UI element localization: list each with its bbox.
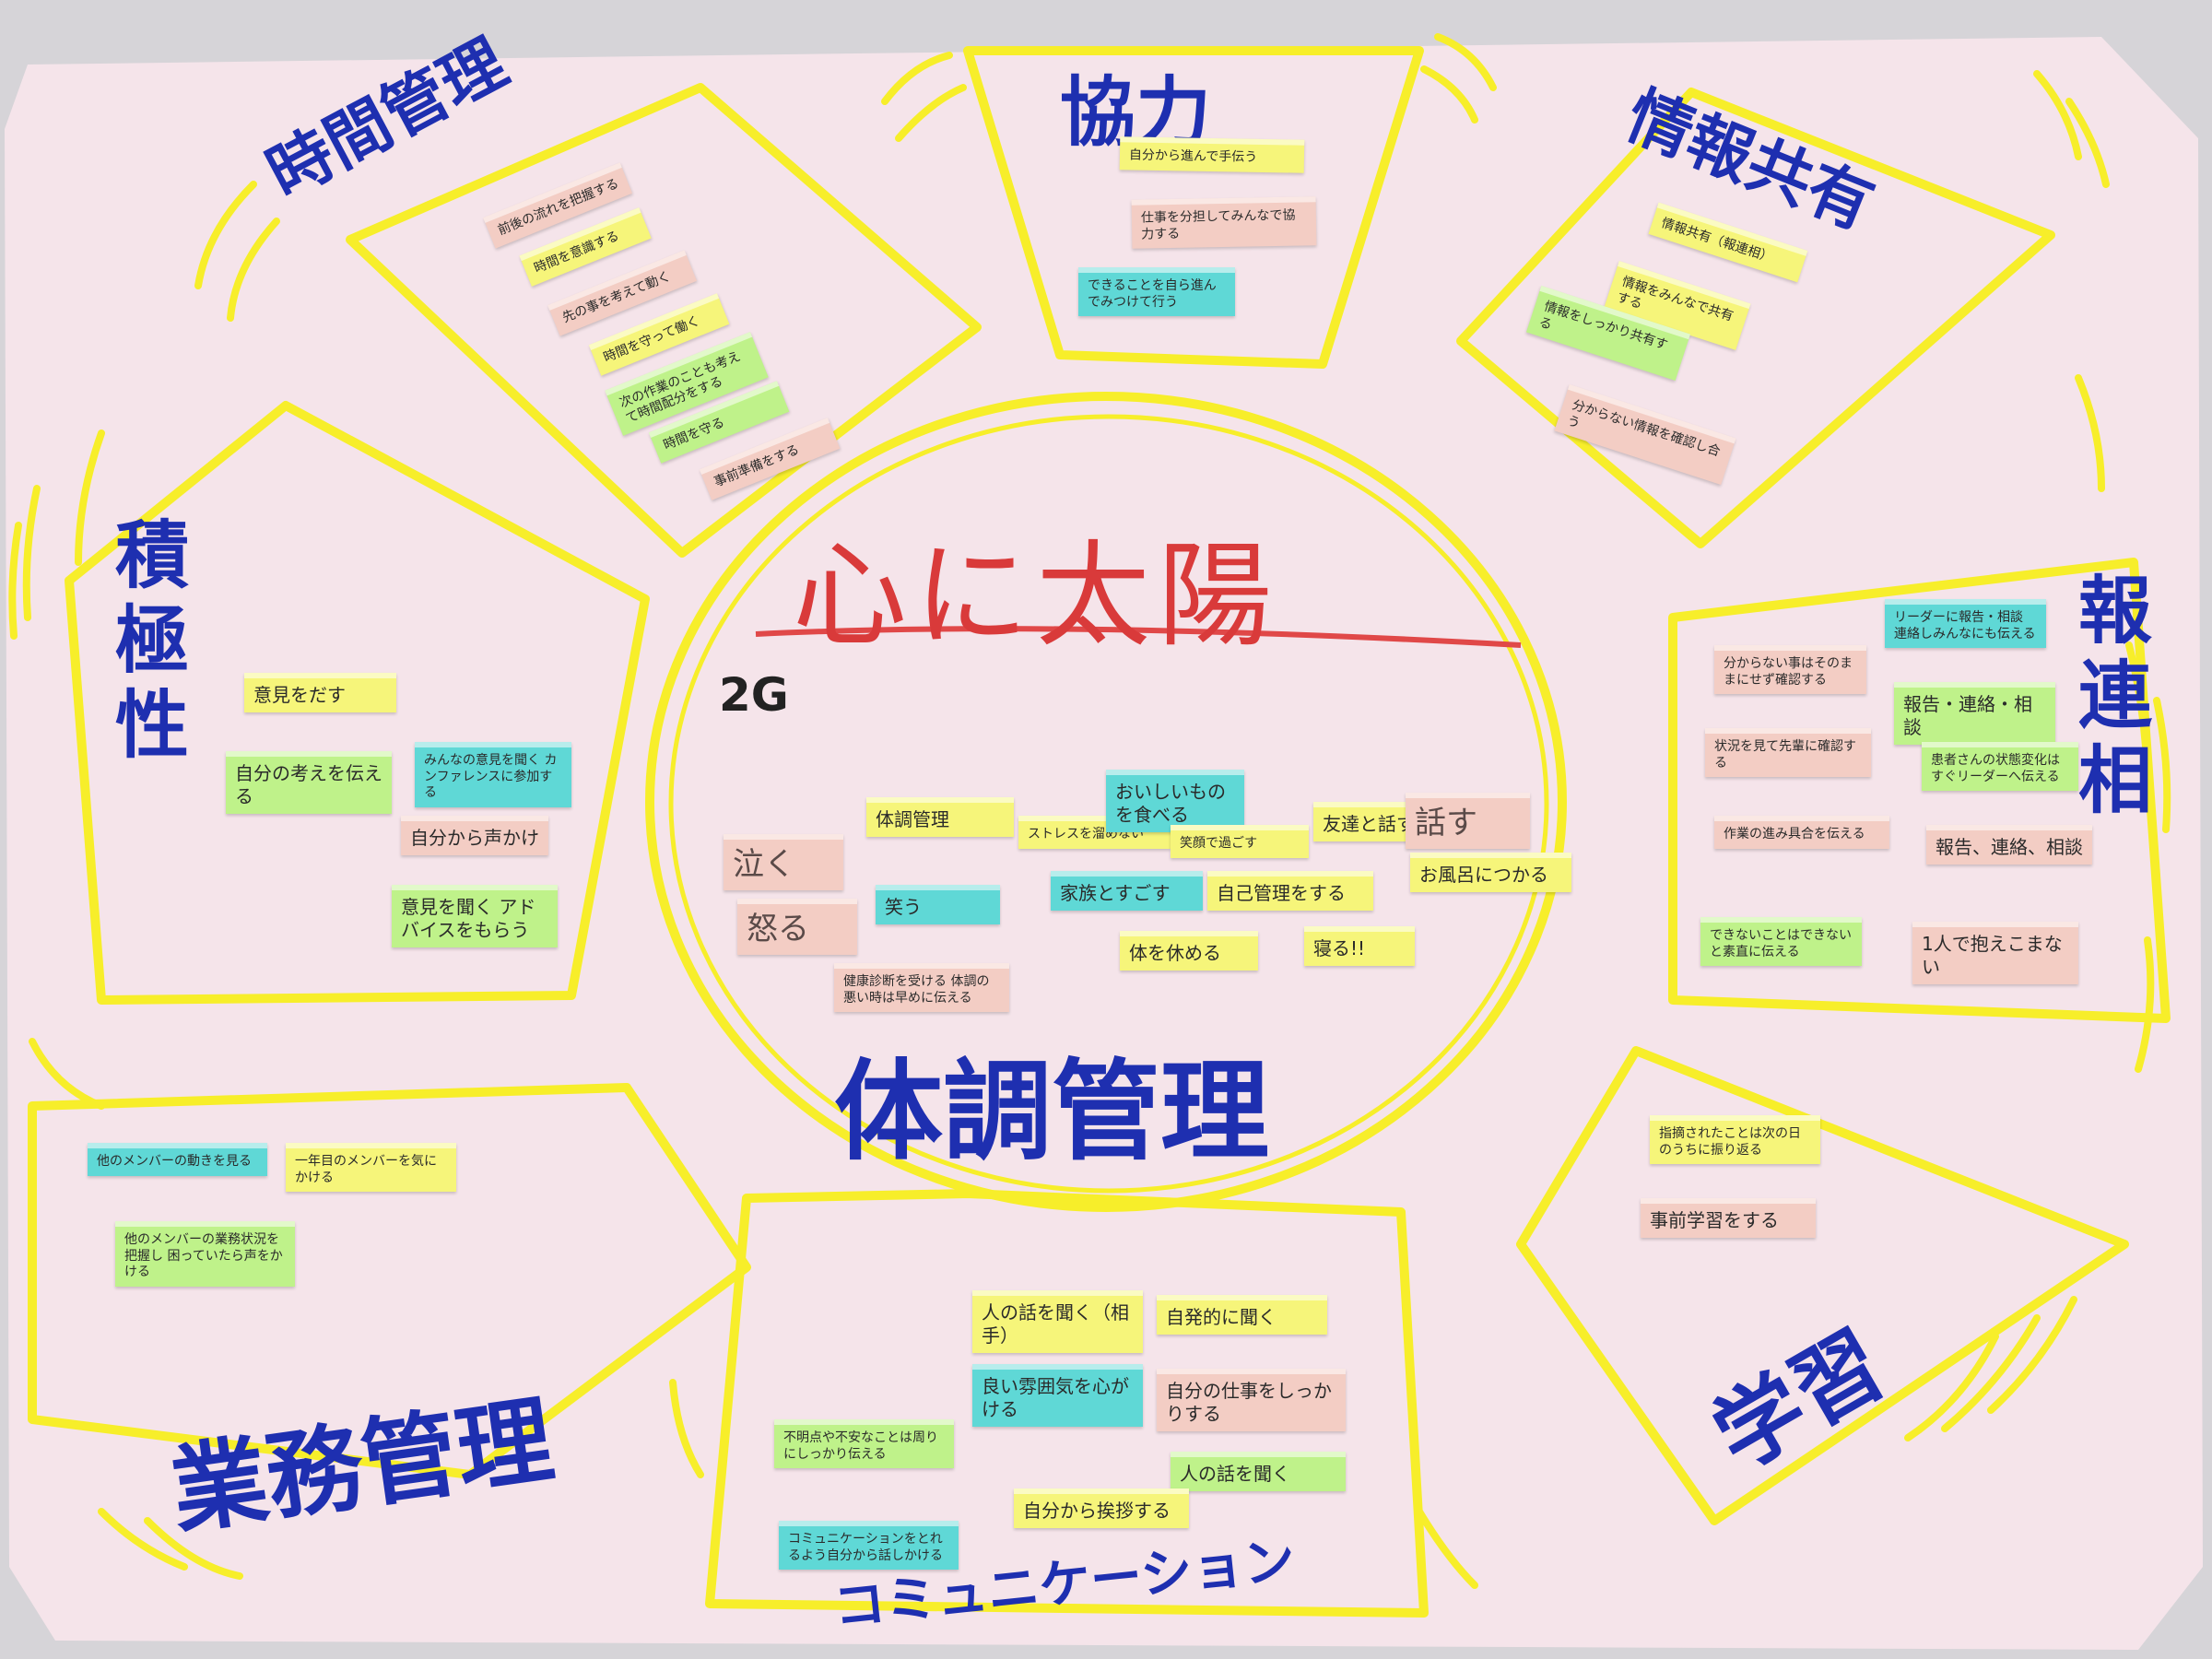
sticky-note: 寝る!! bbox=[1304, 926, 1415, 966]
work-management-box bbox=[28, 1083, 751, 1479]
sticky-note: 家族とすごす bbox=[1051, 871, 1203, 911]
sticky-note: 人の話を聞く（相手） bbox=[972, 1290, 1143, 1353]
sticky-note: お風呂につかる bbox=[1410, 853, 1571, 892]
title-underline bbox=[755, 626, 1522, 648]
sticky-note: 作業の進み具合を伝える bbox=[1714, 816, 1889, 849]
sticky-note: 報告、連絡、相談 bbox=[1926, 825, 2092, 865]
sticky-note: 意見を聞く アドバイスをもらう bbox=[392, 885, 558, 947]
sticky-note: 他のメンバーの業務状況を把握し 困っていたら声をかける bbox=[115, 1221, 295, 1287]
sticky-note: 泣く bbox=[724, 834, 843, 890]
sticky-note: 笑顔で過ごす bbox=[1171, 825, 1309, 858]
sticky-note: できることを自ら進んでみつけて行う bbox=[1078, 267, 1235, 316]
sticky-note: 不明点や不安なことは周りにしっかり伝える bbox=[774, 1419, 954, 1468]
sticky-note: 体調管理 bbox=[866, 797, 1014, 837]
sticky-note: コミュニケーションをとれるよう自分から話しかける bbox=[779, 1521, 959, 1570]
sticky-note: みんなの意見を聞く カンファレンスに参加する bbox=[415, 742, 571, 807]
learning-box bbox=[1516, 1046, 2129, 1525]
sticky-note: 話す bbox=[1406, 793, 1530, 849]
heading-proactiveness: 積極性 bbox=[103, 516, 189, 771]
heading-center: 体調管理 bbox=[834, 1048, 1270, 1175]
sticky-note: 1人で抱えこまない bbox=[1912, 922, 2078, 984]
sticky-note: 体を休める bbox=[1120, 931, 1258, 971]
sticky-note: 人の話を聞く bbox=[1171, 1452, 1346, 1491]
sticky-note: 患者さんの状態変化はすぐリーダーへ伝える bbox=[1922, 742, 2078, 791]
sticky-note: 怒る bbox=[737, 899, 857, 955]
info-sharing-box bbox=[1456, 88, 2055, 548]
sticky-note: 意見をだす bbox=[244, 673, 396, 712]
center-circle-inner bbox=[668, 414, 1549, 1194]
sticky-note: 自己管理をする bbox=[1207, 871, 1373, 911]
sticky-note: 事前学習をする bbox=[1641, 1198, 1816, 1238]
sticky-note: 健康診断を受ける 体調の悪い時は早めに伝える bbox=[834, 963, 1009, 1012]
cooperation-box bbox=[963, 46, 1424, 369]
communication-box bbox=[705, 1189, 1429, 1618]
sticky-note: 笑う bbox=[876, 885, 1000, 924]
proactiveness-box bbox=[65, 401, 650, 1005]
sticky-note: 仕事を分担してみんなで協力する bbox=[1131, 196, 1317, 249]
sticky-note: 状況を見て先輩に確認する bbox=[1705, 728, 1871, 777]
hourensou-box bbox=[1668, 558, 2171, 1023]
sticky-note: 指摘されたことは次の日のうちに振り返る bbox=[1650, 1115, 1820, 1164]
sticky-note: 一年目のメンバーを気にかける bbox=[286, 1143, 456, 1192]
center-circle bbox=[645, 392, 1567, 1212]
yellow-outlines bbox=[28, 46, 2171, 1618]
sticky-note: 他のメンバーの動きを見る bbox=[88, 1143, 267, 1176]
heading-hourensou: 報連相 bbox=[2066, 571, 2152, 826]
time-management-box bbox=[346, 83, 982, 558]
sticky-note: リーダーに報告・相談 連絡しみんなにも伝える bbox=[1885, 599, 2046, 648]
sticky-note: 良い雰囲気を心がける bbox=[972, 1364, 1143, 1427]
sticky-note: 自分から挨拶する bbox=[1014, 1488, 1189, 1528]
sticky-note: 自分の仕事をしっかりする bbox=[1157, 1369, 1346, 1431]
sticky-note: 自分から進んで手伝う bbox=[1119, 136, 1305, 173]
sticky-note: 自分の考えを伝える bbox=[226, 751, 392, 814]
sun-rays bbox=[8, 33, 2171, 1589]
sticky-note: おいしいものを食べる bbox=[1106, 770, 1244, 832]
sticky-note: できないことはできないと素直に伝える bbox=[1700, 917, 1862, 966]
sticky-note: 自分から声かけ bbox=[401, 816, 548, 855]
sticky-note: 報告・連絡・相談 bbox=[1894, 682, 2055, 745]
group-label: 2G bbox=[719, 668, 789, 722]
sticky-note: 分からない事はそのままにせず確認する bbox=[1714, 645, 1866, 694]
sticky-note: 自発的に聞く bbox=[1157, 1295, 1327, 1335]
poster-title: 心に太陽 bbox=[793, 530, 1280, 663]
